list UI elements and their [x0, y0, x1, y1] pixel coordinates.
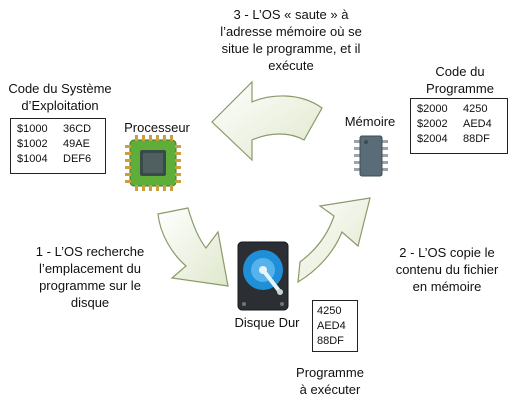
- address: $2000: [417, 103, 448, 115]
- arrow-step1: [157, 207, 229, 287]
- step3-text: 3 - L’OS « saute » à l’adresse mémoire o…: [196, 6, 386, 74]
- caption-line: Programme: [296, 365, 364, 380]
- program-code-title: Code du Programme: [400, 63, 520, 97]
- program-code-box: $2000 4250 $2002 AED4 $2004 88DF: [410, 98, 508, 154]
- step2-line: en mémoire: [412, 279, 482, 294]
- program-code-row: $2004 88DF: [417, 132, 501, 147]
- step1-line: 1 - L’OS recherche: [35, 244, 145, 259]
- program-code-row: $2002 AED4: [417, 117, 501, 132]
- program-file-box: 4250 AED4 88DF: [312, 300, 358, 352]
- address: $2004: [417, 133, 448, 145]
- step2-line: 2 - L’OS copie le: [399, 245, 495, 260]
- os-code-row: $1004 DEF6: [17, 152, 99, 167]
- arrow-step2: [297, 197, 371, 284]
- os-code-title-line: d’Exploitation: [21, 98, 99, 113]
- value: 88DF: [463, 133, 490, 145]
- value: 4250: [463, 103, 488, 115]
- address: $1000: [17, 123, 48, 135]
- hard-disk-icon: [237, 241, 289, 311]
- address: $2002: [417, 118, 448, 130]
- value: 36CD: [63, 123, 92, 135]
- file-line: AED4: [317, 320, 346, 332]
- memory-chip-icon: [354, 135, 388, 177]
- step1-line: disque: [70, 295, 110, 310]
- address: $1002: [17, 138, 48, 150]
- program-code-title-line: Code du: [435, 64, 485, 79]
- value: DEF6: [63, 153, 92, 165]
- step1-line: programme sur le: [39, 278, 141, 293]
- os-code-title-line: Code du Système: [8, 81, 112, 96]
- step3-line: situe le programme, et il: [221, 41, 361, 56]
- program-file-caption: Programme à exécuter: [280, 364, 380, 398]
- file-line: 88DF: [317, 335, 344, 347]
- disk-label: Disque Dur: [234, 315, 300, 330]
- arrow-step3: [211, 80, 323, 162]
- processor-label: Processeur: [124, 120, 190, 135]
- value: AED4: [463, 118, 492, 130]
- program-code-row: $2000 4250: [417, 102, 501, 117]
- step2-line: contenu du fichier: [395, 262, 499, 277]
- processor-icon: [125, 135, 181, 191]
- value: 49AE: [63, 138, 90, 150]
- memory-label: Mémoire: [344, 114, 396, 129]
- address: $1004: [17, 153, 48, 165]
- file-line: 4250: [317, 305, 342, 317]
- os-code-row: $1002 49AE: [17, 137, 99, 152]
- os-code-row: $1000 36CD: [17, 122, 99, 137]
- step3-line: 3 - L’OS « saute » à: [233, 7, 349, 22]
- step1-text: 1 - L’OS recherche l’emplacement du prog…: [20, 243, 160, 311]
- step3-line: l’adresse mémoire où se: [220, 24, 362, 39]
- step3-line: exécute: [268, 58, 314, 73]
- step2-text: 2 - L’OS copie le contenu du fichier en …: [382, 244, 512, 295]
- os-code-title: Code du Système d’Exploitation: [0, 80, 120, 114]
- os-code-box: $1000 36CD $1002 49AE $1004 DEF6: [10, 118, 106, 174]
- step1-line: l’emplacement du: [39, 261, 141, 276]
- caption-line: à exécuter: [299, 382, 361, 397]
- program-code-title-line: Programme: [426, 81, 494, 96]
